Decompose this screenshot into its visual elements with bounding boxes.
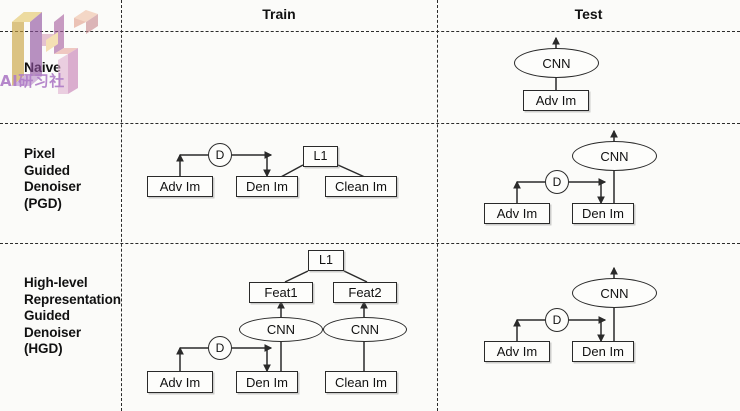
watermark-text: AI研习社 — [0, 72, 65, 90]
naive-test-adv-im-node: Adv Im — [523, 90, 589, 111]
divider-naive-pgd — [0, 123, 740, 124]
row-label-hgd-line-3: Guided — [24, 308, 70, 323]
divider-labels-train — [121, 0, 122, 411]
row-label-pgd-line-2: Guided — [24, 162, 70, 178]
row-label-pgd-line-3: Denoiser — [24, 179, 81, 194]
pgd-test-adv-im-node: Adv Im — [484, 203, 550, 224]
hgd-train-clean-im-node: Clean Im — [325, 371, 397, 393]
naive-test-cnn-node: CNN — [514, 48, 599, 78]
pgd-train-line-l1-to-cleanim — [337, 164, 368, 179]
row-label-pgd: Pixel Guided Denoiser (PGD) — [24, 146, 81, 212]
hgd-test-den-im-node: Den Im — [572, 341, 634, 362]
pgd-train-den-im-node: Den Im — [236, 176, 298, 197]
hgd-train-feat1-node: Feat1 — [249, 282, 313, 303]
hgd-train-l1-node: L1 — [308, 250, 344, 271]
divider-header — [0, 31, 740, 32]
hgd-train-denoiser-node: D — [208, 336, 232, 360]
hgd-train-line-l1-to-feat1 — [284, 270, 309, 283]
pgd-train-line-l1-to-denim — [278, 164, 304, 179]
row-label-pgd-line-1: Pixel — [24, 146, 56, 161]
pgd-test-denoiser-node: D — [545, 170, 569, 194]
row-label-hgd-line-5: (HGD) — [24, 341, 63, 356]
row-label-pgd-line-4: (PGD) — [24, 195, 62, 211]
row-label-hgd-line-1: High-level — [24, 275, 88, 290]
hgd-train-den-im-node: Den Im — [236, 371, 298, 393]
row-label-hgd: High-level Representation Guided Denoise… — [24, 275, 121, 358]
column-header-test: Test — [574, 6, 603, 22]
hgd-train-adv-im-node: Adv Im — [147, 371, 213, 393]
pgd-test-cnn-node: CNN — [572, 141, 657, 171]
pgd-train-clean-im-node: Clean Im — [325, 176, 397, 197]
row-label-hgd-line-2: Representation — [24, 291, 121, 307]
pgd-train-denoiser-node: D — [208, 143, 232, 167]
hgd-train-feat2-node: Feat2 — [333, 282, 397, 303]
column-header-train: Train — [262, 6, 296, 22]
pgd-test-den-im-node: Den Im — [572, 203, 634, 224]
divider-pgd-hgd — [0, 243, 740, 244]
row-label-hgd-line-4: Denoiser — [24, 324, 81, 340]
hgd-train-cnn-right-node: CNN — [323, 317, 407, 342]
hgd-test-adv-im-node: Adv Im — [484, 341, 550, 362]
hgd-train-line-l1-to-feat2 — [343, 270, 368, 283]
divider-train-test — [437, 0, 438, 411]
pgd-train-l1-node: L1 — [303, 146, 338, 167]
hgd-test-denoiser-node: D — [545, 308, 569, 332]
pgd-train-adv-im-node: Adv Im — [147, 176, 213, 197]
hgd-test-cnn-node: CNN — [572, 278, 657, 308]
hgd-train-cnn-left-node: CNN — [239, 317, 323, 342]
